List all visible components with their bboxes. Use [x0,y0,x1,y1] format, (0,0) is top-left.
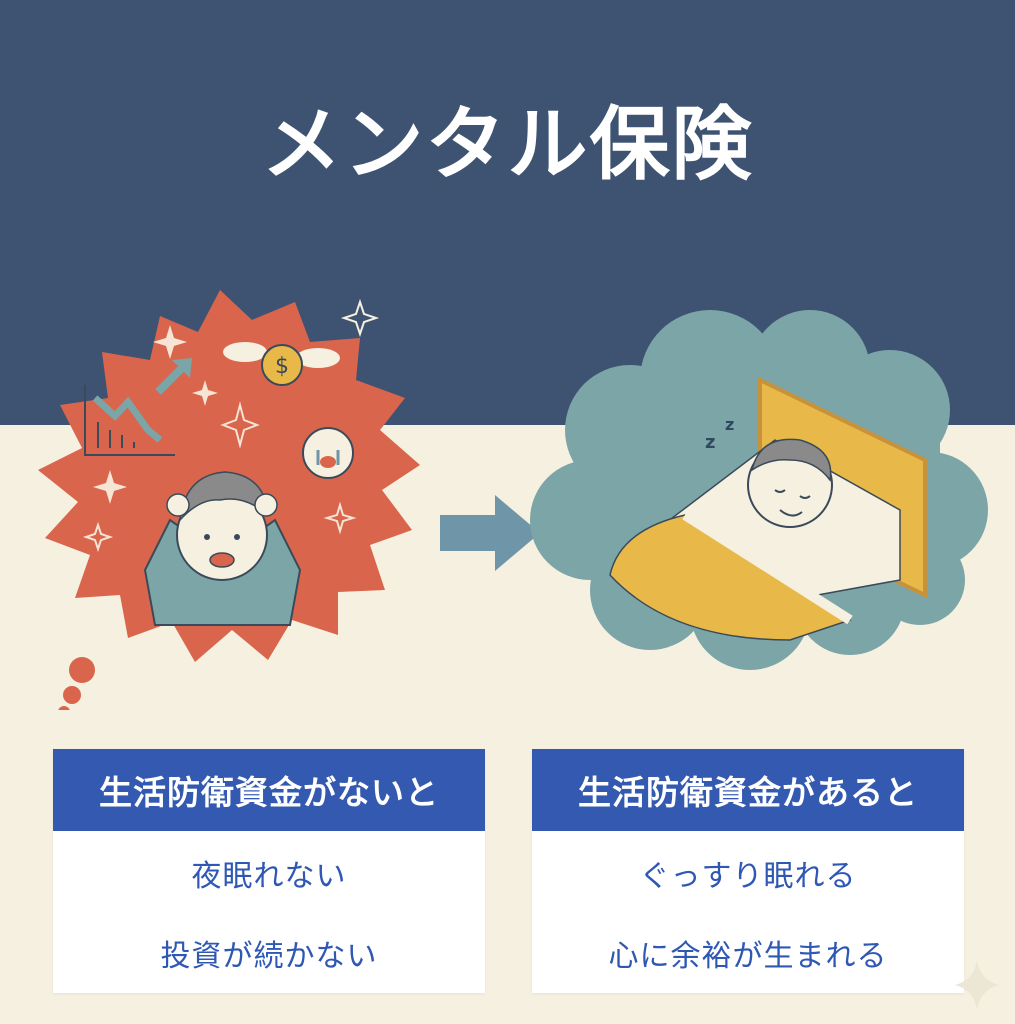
svg-text:z: z [705,432,715,453]
crying-baby-icon [302,427,354,479]
card-item: 夜眠れない [191,859,347,894]
card-header: 生活防衛資金があると [532,749,964,831]
worry-illustration: $ [38,290,420,710]
sleeping-person-icon [747,438,833,528]
sparkle-watermark-icon [955,960,999,1010]
with-fund-card: 生活防衛資金があると ぐっすり眠れる 心に余裕が生まれる [532,749,964,993]
page-title: メンタル保険 [261,98,754,191]
right-arrow-icon [440,495,540,571]
up-arrow-icon [155,358,192,395]
sparkle-icon [82,298,380,553]
falling-chart-icon [84,385,175,456]
calm-illustration: z z [530,310,988,670]
card-item: ぐっすり眠れる [639,859,857,894]
sleep-z-icon: z z [705,415,734,453]
card-item: 投資が続かない [160,939,378,974]
svg-text:$: $ [275,354,289,379]
svg-text:z: z [725,415,734,434]
card-item: 心に余裕が生まれる [608,939,888,974]
flying-dollar-coin-icon: $ [223,342,340,386]
without-fund-card: 生活防衛資金がないと 夜眠れない 投資が続かない [53,749,485,993]
card-header: 生活防衛資金がないと [53,749,485,831]
worried-person-icon [143,471,302,626]
